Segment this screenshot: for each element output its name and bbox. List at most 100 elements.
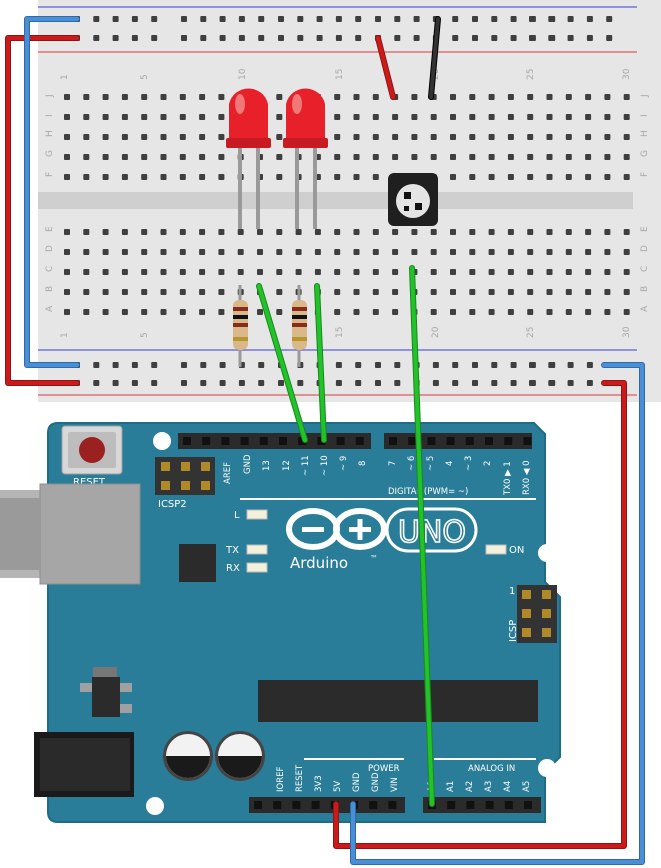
- breadboard-hole: [411, 114, 418, 120]
- breadboard-hole: [567, 16, 574, 22]
- breadboard-hole: [411, 94, 418, 100]
- uno-model: UNO: [398, 515, 466, 550]
- reset-button[interactable]: [61, 425, 123, 475]
- red-led-icon: [226, 88, 271, 229]
- breadboard-hole: [411, 249, 418, 255]
- breadboard-hole: [297, 35, 304, 41]
- resistor-icon: [292, 285, 307, 367]
- reset-label: RESET: [73, 477, 106, 488]
- breadboard-hole: [623, 309, 630, 315]
- breadboard-hole: [430, 249, 437, 255]
- breadboard-hole: [507, 269, 514, 275]
- breadboard-hole: [488, 114, 495, 120]
- breadboard-hole: [141, 249, 148, 255]
- breadboard-hole: [606, 16, 613, 22]
- breadboard-hole: [258, 16, 265, 22]
- breadboard-hole: [276, 154, 283, 160]
- row-letter: B: [640, 286, 650, 292]
- breadboard-hole: [527, 309, 534, 315]
- analog-header: [423, 797, 541, 813]
- breadboard-hole: [604, 134, 611, 140]
- breadboard-hole: [316, 16, 323, 22]
- breadboard-hole: [218, 174, 225, 180]
- breadboard-hole: [355, 35, 362, 41]
- header-pin: [465, 437, 474, 445]
- breadboard-hole: [488, 309, 495, 315]
- breadboard-hole: [527, 154, 534, 160]
- header-pin: [292, 801, 301, 809]
- pin-label: 5V: [333, 781, 343, 792]
- breadboard-hole: [353, 134, 360, 140]
- breadboard-hole: [372, 229, 379, 235]
- breadboard-hole: [510, 16, 517, 22]
- breadboard-hole: [392, 114, 399, 120]
- row-letter: E: [45, 226, 55, 232]
- breadboard-hole: [102, 249, 109, 255]
- breadboard-hole: [565, 289, 572, 295]
- header-pin: [466, 801, 475, 809]
- breadboard-hole: [392, 249, 399, 255]
- breadboard-hole: [257, 309, 263, 315]
- breadboard-hole: [112, 362, 119, 368]
- breadboard-hole: [469, 289, 476, 295]
- breadboard-hole: [510, 380, 517, 386]
- breadboard-hole: [623, 94, 630, 100]
- breadboard-hole: [623, 289, 630, 295]
- header-pin: [388, 801, 397, 809]
- pin-label: 4: [445, 461, 455, 466]
- breadboard-hole: [546, 289, 553, 295]
- breadboard-hole: [527, 269, 534, 275]
- breadboard-hole: [141, 94, 148, 100]
- breadboard-hole: [276, 289, 283, 295]
- breadboard-hole: [121, 289, 128, 295]
- breadboard-hole: [316, 35, 323, 41]
- breadboard-hole: [314, 249, 321, 255]
- row-letter: D: [640, 245, 650, 252]
- breadboard-hole: [160, 309, 167, 315]
- breadboard-hole: [102, 94, 109, 100]
- header-pin: [504, 437, 513, 445]
- breadboard-hole: [548, 35, 555, 41]
- breadboard-hole: [565, 174, 572, 180]
- breadboard-hole: [179, 309, 186, 315]
- pin-label: IOREF: [276, 767, 286, 792]
- breadboard-hole: [334, 134, 341, 140]
- header-pin: [485, 801, 494, 809]
- breadboard-hole: [102, 154, 109, 160]
- column-number: 5: [140, 74, 150, 80]
- breadboard-hole: [452, 16, 459, 22]
- breadboard-hole: [334, 309, 341, 315]
- breadboard-hole: [372, 309, 379, 315]
- breadboard-hole: [179, 174, 186, 180]
- breadboard-hole: [121, 94, 128, 100]
- breadboard-hole: [141, 289, 148, 295]
- breadboard-hole: [257, 229, 263, 235]
- digital-pin-labels: AREF GND 13 12 ~ 11 ~ 10 ~ 9 8 7 ~ 6 ~ 5…: [223, 454, 532, 496]
- breadboard-hole: [548, 380, 555, 386]
- breadboard-hole: [527, 289, 534, 295]
- breadboard-hole: [237, 269, 244, 275]
- wires: [5, 16, 645, 865]
- row-letter: A: [640, 305, 650, 312]
- breadboard-hole: [151, 362, 158, 368]
- row-letter: C: [45, 266, 55, 272]
- breadboard-hole: [623, 114, 630, 120]
- breadboard-hole: [238, 16, 245, 22]
- power-jack: [34, 732, 134, 797]
- led-rx-label: RX: [226, 563, 240, 574]
- breadboard-hole: [353, 289, 360, 295]
- breadboard-hole: [102, 229, 109, 235]
- breadboard-hole: [151, 380, 158, 386]
- column-number: 1: [60, 74, 70, 80]
- breadboard-hole: [623, 229, 630, 235]
- breadboard-hole: [372, 154, 379, 160]
- breadboard-hole: [64, 114, 70, 120]
- column-number: 1: [60, 332, 70, 338]
- breadboard-hole: [200, 380, 207, 386]
- breadboard-hole: [469, 134, 476, 140]
- breadboard-hole: [276, 249, 283, 255]
- breadboard-hole: [548, 362, 555, 368]
- breadboard-hole: [219, 362, 226, 368]
- breadboard-hole: [491, 35, 498, 41]
